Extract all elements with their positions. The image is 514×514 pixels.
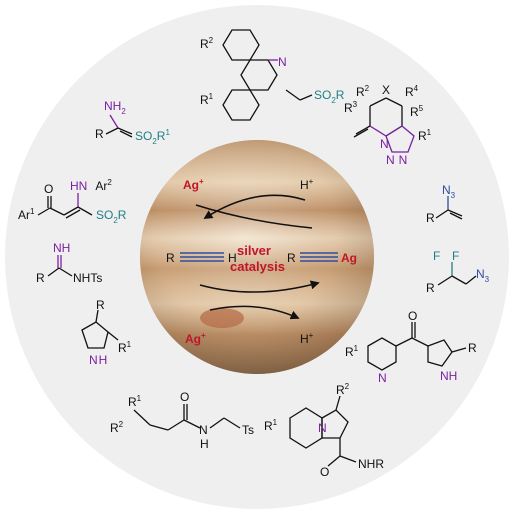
phen-r1: R1 (200, 92, 214, 107)
product-indolizine (289, 395, 357, 467)
dfa-r: R (426, 281, 435, 295)
pp-r: R (468, 341, 477, 355)
arrow-top-2 (195, 204, 313, 229)
arrow-bottom-2 (209, 305, 300, 320)
dfa-n3: N3 (476, 267, 490, 284)
tri-x: X (382, 83, 390, 97)
tri-r5: R5 (410, 104, 424, 119)
h-plus-bottom: H+ (300, 331, 314, 346)
indol-r2: R2 (336, 382, 350, 397)
va-n3: N3 (442, 183, 456, 200)
phen-r2: R2 (200, 36, 214, 51)
ketone-so2r: SO2R (96, 208, 127, 225)
silver-label: silver (237, 243, 271, 258)
product-pyridyl-pyrrole (367, 322, 467, 371)
enamine-so2: SO2R1 (135, 128, 170, 146)
amidine-r: R (36, 271, 45, 285)
product-amidine (47, 255, 73, 277)
product-ketone (37, 193, 93, 219)
allene-r1: R1 (128, 394, 142, 409)
pyrrole-r: R (96, 298, 105, 312)
amidine-nhts: NHTs (73, 271, 102, 285)
product-pyrrole (81, 309, 119, 349)
product-phenanthridine (222, 29, 313, 121)
amidine-nh: NH (53, 241, 70, 255)
h-plus-top: H+ (300, 177, 314, 192)
tri-n: N (380, 137, 389, 151)
tri-r4: R4 (405, 84, 419, 99)
tri-r3: R3 (344, 100, 358, 115)
indol-r1: R1 (264, 418, 278, 433)
ag-plus-bottom: Ag+ (185, 331, 206, 346)
pyrrole-nh: NH (89, 353, 107, 367)
alkyne-left-h: H (228, 251, 237, 265)
pp-o: O (408, 309, 417, 323)
product-vinyl-azide (435, 196, 463, 220)
tri-r2: R2 (356, 84, 370, 99)
center-reaction: Ag+ H+ R H silver catalysis R Ag Ag+ H+ (166, 177, 357, 346)
alkyne-right-r: R (287, 251, 296, 265)
phen-n: N (278, 55, 287, 69)
product-allenamide (133, 404, 241, 431)
allene-o: O (180, 390, 189, 404)
allene-n: N (199, 423, 208, 437)
dfa-f2: F (452, 249, 459, 263)
phen-so2r: SO2R (314, 88, 345, 105)
va-r: R (426, 211, 435, 225)
indol-n: N (318, 421, 327, 435)
dfa-f1: F (433, 249, 440, 263)
pyrrole-r1: R1 (118, 340, 132, 355)
jupiter-sphere (140, 140, 374, 374)
enamine-nh2: NH2 (104, 99, 126, 116)
ketone-ar1: Ar1 (18, 207, 35, 222)
product-difluoro-azide (437, 262, 477, 286)
allene-h: H (200, 437, 209, 451)
pp-n: N (378, 371, 387, 385)
product-enamine (105, 114, 133, 138)
alkyne-left-r: R (166, 251, 175, 265)
tri-r1: R1 (418, 128, 432, 143)
alkyne-right-ag: Ag (341, 251, 357, 265)
indol-o: O (320, 465, 329, 479)
pp-r1: R1 (345, 344, 359, 359)
arrow-bottom (199, 280, 320, 293)
alkyne-left-bond (180, 252, 224, 262)
enamine-r: R (95, 127, 104, 141)
catalysis-label: catalysis (230, 259, 285, 274)
allene-r2: R2 (110, 420, 124, 435)
allene-ts: Ts (242, 423, 254, 437)
pp-nh: NH (440, 369, 457, 383)
alkyne-right-bond (300, 252, 338, 262)
ketone-o: O (44, 182, 53, 196)
indol-nhr: NHR (358, 457, 384, 471)
product-triazole (353, 97, 415, 153)
ag-plus-top: Ag+ (183, 177, 204, 192)
